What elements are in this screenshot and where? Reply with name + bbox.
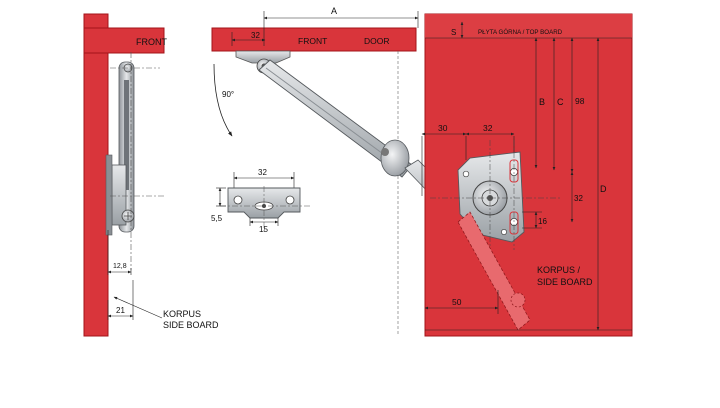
dim-d: D (600, 184, 607, 194)
left-front-label: FRONT (136, 37, 167, 47)
right-korpus-label: KORPUS / (537, 265, 581, 275)
dim-32-v: 32 (574, 194, 583, 203)
dim-98: 98 (575, 96, 585, 106)
right-side-board-label: SIDE BOARD (537, 277, 593, 287)
left-mechanism-slot (124, 80, 129, 190)
dim-32-top: 32 (251, 31, 260, 40)
angle-arc (213, 63, 233, 137)
left-plate-tab (105, 154, 113, 236)
detail-dim-15: 15 (259, 225, 268, 234)
top-board-label: PŁYTA GÓRNA / TOP BOARD (478, 29, 563, 36)
detail-dim-32: 32 (258, 168, 267, 177)
dim-b: B (539, 97, 545, 107)
dim-32-h: 32 (483, 123, 493, 133)
detail-dim-5-5: 5,5 (211, 214, 223, 223)
dim-c: C (557, 97, 564, 107)
right-side-board (424, 13, 633, 337)
right-side-view: PŁYTA GÓRNA / TOP BOARD S B C 98 D 32 30… (421, 13, 633, 337)
left-side-view: FRONT 12,8 21 KORPUS SIDE BOARD (83, 13, 219, 337)
left-side-board (83, 13, 109, 337)
left-top-board (83, 27, 165, 54)
left-side-board-label: SIDE BOARD (163, 320, 219, 330)
angle-label: 90° (222, 90, 234, 99)
dim-30: 30 (438, 123, 448, 133)
dim-12-8: 12,8 (113, 263, 127, 270)
door-board (211, 27, 417, 52)
door-label: DOOR (364, 36, 390, 46)
bracket-detail: 32 5,5 15 (211, 168, 310, 234)
dim-50: 50 (452, 297, 462, 307)
dim-a: A (331, 6, 337, 16)
left-korpus-label: KORPUS (163, 309, 201, 319)
middle-front-label: FRONT (298, 36, 327, 46)
dim-s: S (451, 28, 456, 37)
right-top-board-edge (425, 14, 632, 38)
door-bracket (235, 50, 291, 64)
dim-16: 16 (538, 217, 547, 226)
dim-21: 21 (116, 306, 125, 315)
